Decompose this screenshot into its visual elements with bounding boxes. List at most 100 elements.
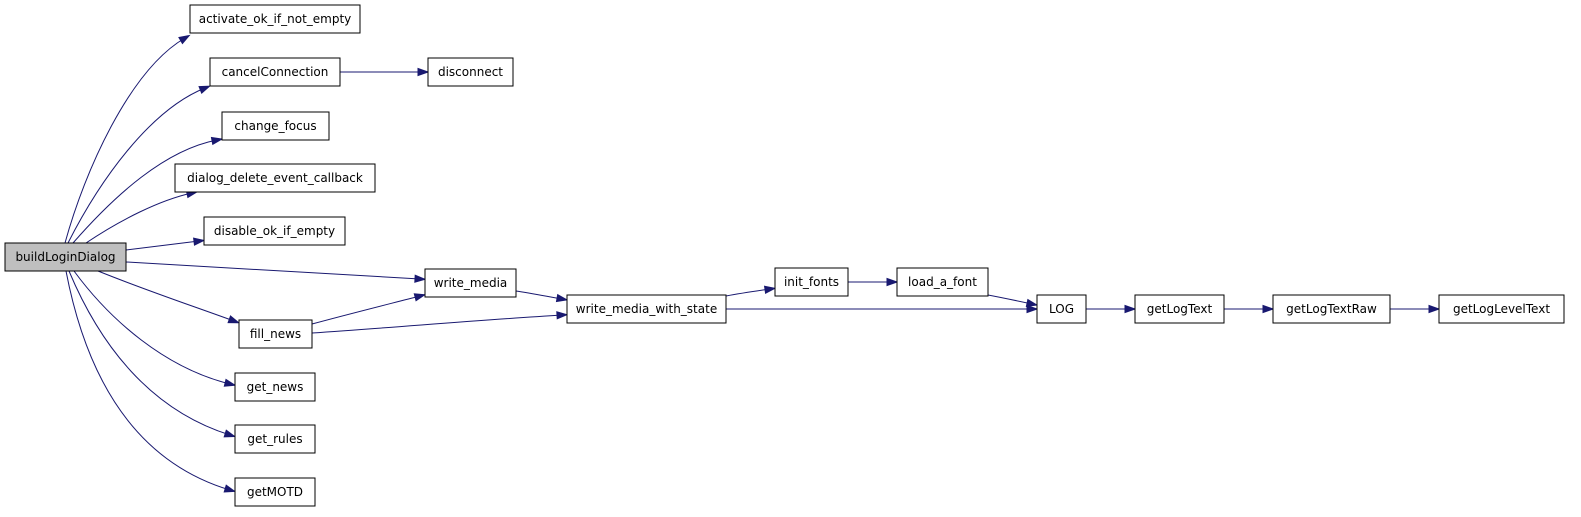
node-getLogText[interactable]: getLogText <box>1134 294 1225 324</box>
node-get_rules[interactable]: get_rules <box>234 424 316 454</box>
edge-buildLoginDialog-to-activate_ok_if_not_empty <box>64 34 191 244</box>
node-label: init_fonts <box>784 275 839 289</box>
node-box <box>234 372 316 402</box>
edge-line <box>515 290 563 300</box>
arrowhead <box>198 85 212 94</box>
edges-layer <box>64 34 1441 493</box>
node-write_media_with_state[interactable]: write_media_with_state <box>566 294 727 324</box>
node-box <box>1438 294 1565 324</box>
node-box <box>774 267 849 297</box>
edge-line <box>73 270 231 385</box>
node-box <box>1134 294 1225 324</box>
node-label: cancelConnection <box>222 65 329 79</box>
node-box <box>209 57 341 87</box>
node-box <box>238 319 313 349</box>
node-label: disconnect <box>438 65 503 79</box>
node-write_media[interactable]: write_media <box>424 268 517 298</box>
edge-write_media_with_state-to-init_fonts <box>725 285 777 297</box>
node-label: write_media_with_state <box>576 302 717 316</box>
node-box <box>427 57 514 87</box>
arrowhead <box>1025 298 1039 307</box>
node-box <box>234 424 316 454</box>
edge-getLogText-to-getLogTextRaw <box>1224 304 1275 314</box>
arrowhead <box>413 293 427 302</box>
edge-line <box>67 87 206 244</box>
node-label: get_news <box>247 380 304 394</box>
node-label: getLogLevelText <box>1453 302 1550 316</box>
node-box <box>896 267 989 297</box>
edge-line <box>311 295 421 325</box>
edge-load_a_font-to-LOG <box>987 294 1039 307</box>
arrowhead <box>556 311 569 320</box>
edge-line <box>72 139 218 244</box>
edge-cancelConnection-to-disconnect <box>340 67 430 77</box>
node-getLogLevelText[interactable]: getLogLevelText <box>1438 294 1565 324</box>
node-cancelConnection[interactable]: cancelConnection <box>209 57 341 87</box>
edge-getLogTextRaw-to-getLogLevelText <box>1390 304 1441 314</box>
node-box <box>234 477 316 507</box>
node-label: dialog_delete_event_callback <box>187 171 363 185</box>
node-label: fill_news <box>250 327 301 341</box>
arrowhead <box>1124 304 1137 314</box>
edge-write_media_with_state-to-LOG <box>726 304 1039 314</box>
edge-line <box>311 314 563 334</box>
node-disable_ok_if_empty[interactable]: disable_ok_if_empty <box>203 216 346 246</box>
node-load_a_font[interactable]: load_a_font <box>896 267 989 297</box>
arrowhead <box>886 277 899 287</box>
edge-buildLoginDialog-to-change_focus <box>72 136 224 244</box>
node-activate_ok_if_not_empty[interactable]: activate_ok_if_not_empty <box>189 4 361 34</box>
node-box <box>1036 294 1087 324</box>
edge-buildLoginDialog-to-get_news <box>73 270 237 387</box>
node-label: getLogText <box>1147 302 1213 316</box>
node-label: buildLoginDialog <box>15 250 115 264</box>
node-disconnect[interactable]: disconnect <box>427 57 514 87</box>
edge-line <box>65 270 231 491</box>
arrowhead <box>414 274 427 283</box>
edge-line <box>725 288 771 297</box>
node-label: get_rules <box>247 432 302 446</box>
node-box <box>174 163 376 193</box>
node-fill_news[interactable]: fill_news <box>238 319 313 349</box>
edge-line <box>97 270 235 322</box>
node-dialog_delete_event_callback[interactable]: dialog_delete_event_callback <box>174 163 376 193</box>
edge-line <box>64 37 186 244</box>
arrowhead <box>555 293 569 303</box>
edge-line <box>68 270 231 436</box>
edge-fill_news-to-write_media <box>311 293 427 325</box>
arrowhead <box>193 237 206 246</box>
arrowhead <box>223 378 237 387</box>
arrowhead <box>178 34 191 45</box>
node-box <box>4 242 127 272</box>
arrowhead <box>1262 304 1275 314</box>
edge-line <box>987 294 1033 305</box>
node-init_fonts[interactable]: init_fonts <box>774 267 849 297</box>
node-getMOTD[interactable]: getMOTD <box>234 477 316 507</box>
edge-write_media-to-write_media_with_state <box>515 290 569 303</box>
nodes-layer: buildLoginDialog activate_ok_if_not_empty… <box>4 4 1565 507</box>
node-label: LOG <box>1049 302 1074 316</box>
arrowhead <box>227 315 241 324</box>
arrowhead <box>1428 304 1441 314</box>
edge-buildLoginDialog-to-cancelConnection <box>67 85 212 244</box>
node-label: getMOTD <box>247 485 303 499</box>
edge-buildLoginDialog-to-write_media <box>125 261 427 283</box>
edge-fill_news-to-write_media_with_state <box>311 311 569 334</box>
edge-init_fonts-to-load_a_font <box>848 277 899 287</box>
edge-buildLoginDialog-to-dialog_delete_event_callback <box>85 190 199 244</box>
edge-line <box>125 261 421 280</box>
node-change_focus[interactable]: change_focus <box>221 111 330 141</box>
node-getLogTextRaw[interactable]: getLogTextRaw <box>1272 294 1391 324</box>
arrowhead <box>223 484 237 493</box>
node-label: activate_ok_if_not_empty <box>199 12 352 26</box>
edge-buildLoginDialog-to-get_rules <box>68 270 237 438</box>
node-get_news[interactable]: get_news <box>234 372 316 402</box>
edge-buildLoginDialog-to-fill_news <box>97 270 241 324</box>
arrowhead <box>417 67 430 77</box>
node-LOG[interactable]: LOG <box>1036 294 1087 324</box>
node-box <box>221 111 330 141</box>
node-box <box>189 4 361 34</box>
edge-line <box>85 192 193 244</box>
node-box <box>424 268 517 298</box>
node-buildLoginDialog[interactable]: buildLoginDialog <box>4 242 127 272</box>
